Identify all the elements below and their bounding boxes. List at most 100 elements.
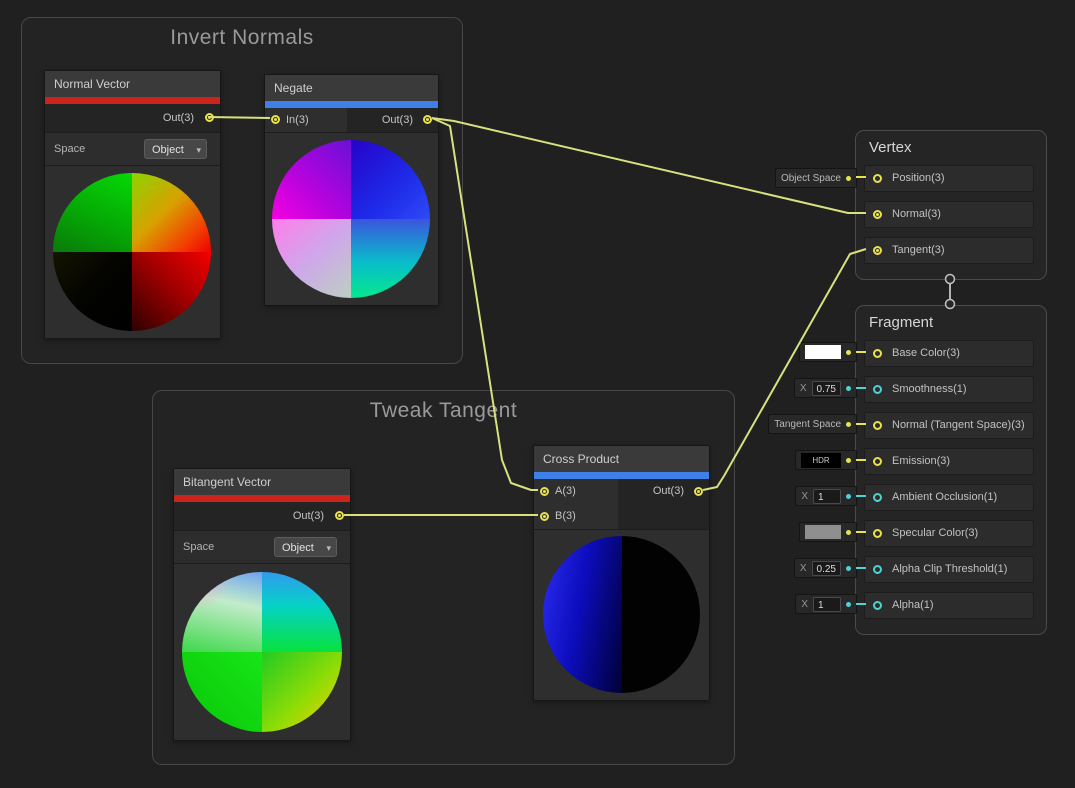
fragment-block-title: Fragment (869, 314, 934, 331)
port-label-out: Out(3) (292, 510, 324, 522)
smoothness-value-field[interactable]: 0.75 (811, 380, 841, 396)
vertex-row-label: Tangent(3) (892, 244, 945, 256)
chevron-down-icon: ▾ (196, 145, 201, 155)
fragment-row-specular-color[interactable]: Specular Color(3) (864, 520, 1034, 547)
widget-port-dot (846, 349, 851, 355)
port-label-a: A(3) (555, 485, 576, 497)
widget-port-dot (846, 529, 851, 535)
fragment-row-normal-ts[interactable]: Normal (Tangent Space)(3) (864, 412, 1034, 439)
node-title-bitangent-vector[interactable]: Bitangent Vector (174, 469, 350, 495)
port-normal[interactable] (873, 210, 882, 219)
port-label-out: Out(3) (652, 485, 684, 497)
space-label: Space (54, 143, 86, 155)
fragment-row-emission[interactable]: Emission(3) (864, 448, 1034, 475)
port-row: Out(3) (45, 104, 220, 132)
ambient-occlusion-widget[interactable]: X 1 (795, 486, 857, 506)
space-dropdown[interactable]: Object ▾ (274, 537, 337, 557)
alpha-clip-value-field[interactable]: 0.25 (811, 560, 841, 576)
edge-negate-to-vertex-normal[interactable] (431, 117, 866, 214)
group-title-tweak-tangent[interactable]: Tweak Tangent (369, 399, 518, 422)
fragment-row-alpha[interactable]: Alpha(1) (864, 592, 1034, 619)
widget-port-dot (846, 385, 851, 391)
node-title-normal-vector[interactable]: Normal Vector (45, 71, 220, 97)
space-dropdown-value: Object (282, 542, 314, 554)
port-emission[interactable] (873, 457, 882, 466)
port-out-bitangent-vector[interactable] (335, 511, 344, 520)
port-alpha-clip-threshold[interactable] (873, 565, 882, 574)
node-title-negate[interactable]: Negate (265, 75, 438, 101)
alpha-widget[interactable]: X 1 (795, 594, 857, 614)
vertex-row-label: Position(3) (892, 172, 945, 184)
widget-port-dot (846, 565, 851, 571)
port-out-negate[interactable] (423, 115, 432, 124)
alpha-value-field[interactable]: 1 (813, 596, 841, 612)
node-preview (174, 563, 350, 740)
node-bitangent-vector[interactable]: Bitangent Vector Out(3) Space Object ▾ (173, 468, 351, 741)
port-normal-tangent-space[interactable] (873, 421, 882, 430)
normal-space-pill: Tangent Space (768, 414, 857, 434)
vertex-row-position[interactable]: Position(3) (864, 165, 1034, 192)
vertex-row-normal[interactable]: Normal(3) (864, 201, 1034, 228)
widget-port-dot (846, 457, 851, 463)
fragment-context-block[interactable]: Fragment Base Color(3) Smoothness(1) Nor… (855, 305, 1047, 635)
base-color-swatch[interactable] (805, 345, 841, 359)
specular-color-swatch[interactable] (805, 525, 841, 539)
node-normal-vector[interactable]: Normal Vector Out(3) Space Object ▾ (44, 70, 221, 339)
smoothness-widget[interactable]: X 0.75 (793, 378, 857, 398)
port-tangent[interactable] (873, 246, 882, 255)
vertex-context-block[interactable]: Vertex Position(3) Normal(3) Tangent(3) (855, 130, 1047, 280)
fragment-row-alpha-clip[interactable]: Alpha Clip Threshold(1) (864, 556, 1034, 583)
vertex-row-tangent[interactable]: Tangent(3) (864, 237, 1034, 264)
port-in-negate[interactable] (271, 115, 280, 124)
position-space-pill: Object Space (774, 168, 857, 188)
port-rows: A(3) B(3) Out(3) (534, 479, 709, 529)
port-base-color[interactable] (873, 349, 882, 358)
space-dropdown[interactable]: Object ▾ (144, 139, 207, 159)
node-colorbar (174, 495, 350, 502)
node-preview-sphere (53, 173, 211, 331)
space-row: Space Object ▾ (45, 132, 220, 165)
specular-color-widget[interactable] (799, 522, 857, 542)
port-label-out: Out(3) (162, 112, 194, 124)
fragment-row-base-color[interactable]: Base Color(3) (864, 340, 1034, 367)
pill-port-dot (846, 421, 851, 427)
emission-widget[interactable]: HDR (795, 450, 857, 470)
widget-port-dot (846, 601, 851, 607)
node-colorbar (265, 101, 438, 108)
alpha-clip-widget[interactable]: X 0.25 (793, 558, 857, 578)
node-cross-product[interactable]: Cross Product A(3) B(3) Out(3) (533, 445, 710, 701)
port-alpha[interactable] (873, 601, 882, 610)
widget-port-dot (846, 493, 851, 499)
emission-hdr-swatch[interactable]: HDR (801, 452, 841, 468)
space-row: Space Object ▾ (174, 530, 350, 563)
node-preview-sphere (272, 140, 430, 298)
port-out-cross-product[interactable] (694, 487, 703, 496)
port-label-out: Out(3) (381, 114, 413, 126)
port-label-b: B(3) (555, 510, 576, 522)
node-title-cross-product[interactable]: Cross Product (534, 446, 709, 472)
port-row: In(3) Out(3) (265, 108, 438, 132)
fragment-row-ambient-occlusion[interactable]: Ambient Occlusion(1) (864, 484, 1034, 511)
base-color-widget[interactable] (799, 342, 857, 362)
port-row: Out(3) (174, 502, 350, 530)
vertex-block-title: Vertex (869, 139, 912, 156)
node-colorbar (45, 97, 220, 104)
port-label-in: In(3) (286, 114, 309, 126)
chevron-down-icon: ▾ (326, 543, 331, 553)
fragment-row-smoothness[interactable]: Smoothness(1) (864, 376, 1034, 403)
pill-port-dot (846, 175, 851, 181)
node-preview (534, 529, 709, 700)
port-ambient-occlusion[interactable] (873, 493, 882, 502)
ambient-occlusion-value-field[interactable]: 1 (813, 488, 841, 504)
port-out-normal-vector[interactable] (205, 113, 214, 122)
port-position[interactable] (873, 174, 882, 183)
node-negate[interactable]: Negate In(3) Out(3) (264, 74, 439, 306)
port-a-cross-product[interactable] (540, 487, 549, 496)
node-preview (45, 165, 220, 338)
group-title-invert-normals[interactable]: Invert Normals (170, 26, 314, 49)
port-smoothness[interactable] (873, 385, 882, 394)
port-specular-color[interactable] (873, 529, 882, 538)
port-b-cross-product[interactable] (540, 512, 549, 521)
node-preview-sphere (182, 572, 342, 732)
